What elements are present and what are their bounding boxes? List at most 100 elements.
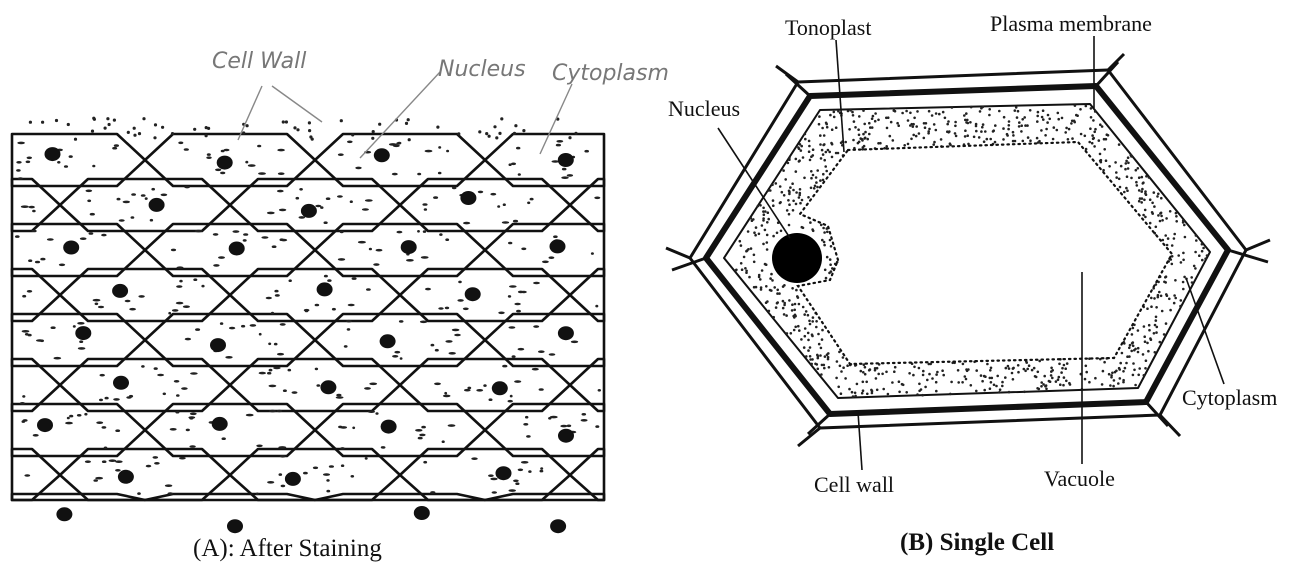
cytoplasm-dot bbox=[438, 172, 442, 175]
cytoplasm-dot bbox=[394, 351, 400, 354]
cytoplasm-dot bbox=[344, 345, 348, 348]
cell-cytoplasm-dot bbox=[1007, 365, 1010, 368]
cytoplasm-dot bbox=[446, 150, 449, 153]
cytoplasm-dot bbox=[245, 161, 248, 164]
cytoplasm-dot bbox=[26, 161, 31, 164]
cytoplasm-dot bbox=[269, 385, 277, 388]
cell-cytoplasm-dot bbox=[1069, 383, 1072, 386]
cell-cytoplasm-dot bbox=[1059, 383, 1062, 386]
cell-cytoplasm-dot bbox=[918, 367, 921, 370]
cytoplasm-dot bbox=[213, 264, 219, 267]
cell-cytoplasm-dot bbox=[1055, 380, 1058, 383]
cytoplasm-dot bbox=[176, 302, 183, 305]
cell-cytoplasm-dot bbox=[1036, 115, 1039, 118]
cell-cytoplasm-dot bbox=[1052, 138, 1055, 141]
cytoplasm-dot bbox=[355, 167, 361, 170]
cell-wall-pointer-2 bbox=[272, 86, 322, 122]
cell-cytoplasm-dot bbox=[940, 138, 943, 141]
edge-dot bbox=[405, 122, 408, 125]
cell-cytoplasm-dot bbox=[826, 256, 829, 259]
cell-cytoplasm-dot bbox=[1091, 134, 1094, 137]
cytoplasm-dot bbox=[22, 330, 30, 333]
cell-cytoplasm-dot bbox=[879, 142, 882, 145]
edge-dot bbox=[127, 131, 130, 134]
cell-cytoplasm-dot bbox=[1049, 380, 1052, 383]
cell-cytoplasm-dot bbox=[1144, 192, 1147, 195]
cell-cytoplasm-dot bbox=[820, 347, 823, 350]
cell-cytoplasm-dot bbox=[775, 306, 778, 309]
nucleus-pointer-a bbox=[360, 72, 440, 158]
edge-dot bbox=[372, 130, 375, 133]
cell-cytoplasm-dot bbox=[1018, 125, 1021, 128]
cell-cytoplasm-dot bbox=[994, 141, 997, 144]
cell-cytoplasm-dot bbox=[1164, 276, 1167, 279]
cytoplasm-dot bbox=[556, 144, 561, 147]
cell-cytoplasm-dot bbox=[916, 393, 919, 396]
cell-cytoplasm-dot bbox=[776, 232, 779, 235]
cytoplasm-dot bbox=[332, 308, 336, 311]
edge-dot bbox=[574, 132, 577, 135]
cell-cytoplasm-dot bbox=[1177, 254, 1180, 257]
cell-cytoplasm-dot bbox=[1140, 190, 1143, 193]
cytoplasm-dot bbox=[102, 460, 107, 463]
cytoplasm-dot bbox=[269, 410, 276, 413]
cytoplasm-dot bbox=[184, 186, 190, 189]
edge-dot bbox=[67, 123, 70, 126]
stained-nucleus bbox=[149, 198, 165, 212]
cytoplasm-dot bbox=[277, 190, 284, 193]
cell-cytoplasm-dot bbox=[828, 151, 831, 154]
cell-cytoplasm-dot bbox=[886, 127, 889, 130]
cell-cytoplasm-dot bbox=[802, 306, 805, 309]
cytoplasm-dot bbox=[175, 411, 179, 414]
cell-cytoplasm-dot bbox=[802, 227, 805, 230]
cytoplasm-dot bbox=[90, 213, 95, 216]
cell-cytoplasm-dot bbox=[905, 391, 908, 394]
cell-cytoplasm-dot bbox=[988, 114, 991, 117]
cell-cytoplasm-dot bbox=[1103, 361, 1106, 364]
cytoplasm-dot bbox=[435, 349, 439, 352]
cytoplasm-dot bbox=[32, 210, 36, 213]
cell-cytoplasm-dot bbox=[1150, 305, 1153, 308]
cytoplasm-dot bbox=[117, 198, 121, 201]
cell-cytoplasm-dot bbox=[1182, 259, 1185, 262]
stained-nucleus bbox=[465, 287, 481, 301]
cell-cytoplasm-dot bbox=[1114, 161, 1117, 164]
cell-cytoplasm-dot bbox=[973, 136, 976, 139]
cell-cytoplasm-dot bbox=[1171, 244, 1174, 247]
cell-cytoplasm-dot bbox=[807, 339, 810, 342]
cytoplasm-dot bbox=[533, 282, 540, 285]
cytoplasm-dot bbox=[445, 340, 452, 343]
stained-nucleus bbox=[320, 380, 336, 394]
cytoplasm-dot bbox=[326, 197, 331, 200]
cell-cytoplasm-dot bbox=[762, 210, 765, 213]
cytoplasm-dot bbox=[154, 462, 160, 465]
cell-cytoplasm-dot bbox=[1135, 169, 1138, 172]
cytoplasm-dot bbox=[556, 140, 563, 143]
cell-cytoplasm-dot bbox=[965, 112, 968, 115]
cell-cytoplasm-dot bbox=[858, 141, 861, 144]
edge-dot bbox=[293, 126, 296, 129]
cell-cytoplasm-dot bbox=[735, 269, 738, 272]
cell-cytoplasm-dot bbox=[907, 119, 910, 122]
cell-cytoplasm-dot bbox=[798, 147, 801, 150]
cell-cytoplasm-dot bbox=[1133, 369, 1136, 372]
cytoplasm-dot bbox=[584, 150, 589, 153]
cell-cytoplasm-dot bbox=[894, 366, 897, 369]
cell-cytoplasm-dot bbox=[787, 199, 790, 202]
cell-cytoplasm-dot bbox=[1147, 350, 1150, 353]
cytoplasm-dot bbox=[280, 323, 286, 326]
cytoplasm-dot bbox=[186, 429, 190, 432]
cytoplasm-dot bbox=[176, 394, 180, 397]
cell-cytoplasm-dot bbox=[922, 374, 925, 377]
stained-nucleus bbox=[229, 242, 245, 256]
cell-cytoplasm-dot bbox=[1090, 116, 1093, 119]
cell-cytoplasm-dot bbox=[753, 231, 756, 234]
cell-cytoplasm-dot bbox=[1108, 373, 1111, 376]
edge-dot bbox=[161, 126, 164, 129]
cytoplasm-dot bbox=[532, 368, 539, 371]
cell-cytoplasm-dot bbox=[1118, 143, 1121, 146]
cell-cytoplasm-dot bbox=[920, 388, 923, 391]
cytoplasm-dot bbox=[277, 353, 284, 356]
cytoplasm-dot bbox=[326, 479, 329, 482]
cell-cytoplasm-dot bbox=[1153, 191, 1156, 194]
